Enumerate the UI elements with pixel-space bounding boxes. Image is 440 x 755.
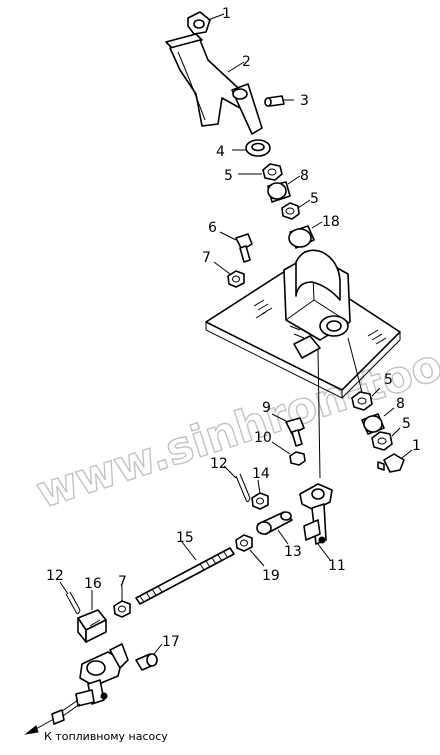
leader-1-bottom — [401, 449, 413, 459]
arrow-to-fuel-pump-icon — [24, 719, 53, 735]
bushing-part-8-b — [361, 413, 385, 435]
leader-15 — [181, 541, 197, 561]
leader-14 — [257, 479, 261, 495]
callout-5-c: 5 — [384, 372, 393, 388]
nut-part-10 — [289, 451, 306, 466]
callout-17: 17 — [162, 634, 180, 650]
leader-6 — [219, 231, 237, 241]
leader-10 — [271, 441, 291, 455]
leader-1-top — [207, 13, 225, 21]
callout-8-b: 8 — [396, 396, 405, 412]
callout-8-a: 8 — [300, 168, 309, 184]
leader-5-c — [371, 387, 381, 397]
nut-part-5-a — [262, 163, 283, 181]
leader-8-b — [383, 407, 395, 417]
block-part-16 — [77, 609, 107, 643]
callout-1-top: 1 — [222, 6, 231, 22]
callout-6: 6 — [208, 220, 217, 236]
cotter-pin-part-12-b — [65, 591, 81, 615]
threaded-rod-part-15 — [135, 547, 235, 605]
callout-5-b: 5 — [310, 191, 319, 207]
bracket-base-plate — [205, 249, 401, 399]
leader-8-a — [287, 175, 301, 185]
pedal-lever-part-2 — [165, 33, 263, 135]
callout-19: 19 — [262, 568, 280, 584]
callout-18: 18 — [322, 214, 340, 230]
leader-17 — [153, 643, 163, 655]
fuel-pump-caption: К топливному насосу — [44, 730, 168, 743]
callout-4: 4 — [216, 144, 225, 160]
leader-5-b — [297, 199, 311, 209]
leader-5-d — [391, 427, 401, 437]
pivot-shaft-line — [347, 337, 363, 393]
leader-7-a — [213, 261, 231, 275]
bolt-part-9 — [285, 417, 305, 447]
callout-7-a: 7 — [202, 250, 211, 266]
bushing-part-18 — [288, 225, 315, 249]
bolt-part-1-bottom — [377, 453, 405, 473]
nut-part-14 — [251, 492, 269, 510]
callout-2: 2 — [242, 54, 251, 70]
callout-14: 14 — [252, 466, 270, 482]
control-rod-vertical — [317, 349, 321, 479]
lower-lever-assembly — [51, 643, 129, 725]
bushing-part-8-a — [267, 181, 291, 203]
bolt-part-17 — [135, 653, 158, 671]
leader-19 — [249, 549, 265, 567]
leader-11 — [317, 543, 331, 561]
cotter-pin-part-12-a — [235, 473, 251, 503]
callout-3: 3 — [300, 93, 309, 109]
bolt-part-6 — [235, 233, 253, 263]
leader-12-b — [59, 581, 69, 595]
callout-10: 10 — [254, 430, 272, 446]
leader-13 — [277, 529, 289, 545]
nut-part-5-b — [281, 202, 300, 220]
washer-part-4 — [245, 139, 271, 157]
callout-13: 13 — [284, 544, 302, 560]
clevis-part-11 — [299, 483, 333, 545]
callout-12-b: 12 — [46, 568, 64, 584]
nut-part-7-b — [113, 600, 131, 618]
bolt-part-1-top — [187, 11, 211, 35]
nut-part-19 — [235, 534, 253, 552]
leader-9 — [271, 413, 289, 423]
nut-part-7-a — [227, 270, 245, 288]
leader-18 — [311, 221, 323, 229]
leader-12-a — [223, 465, 237, 479]
leader-2 — [227, 61, 245, 73]
callout-1-bottom: 1 — [412, 438, 421, 454]
callout-7-b: 7 — [118, 574, 127, 590]
nut-part-5-d — [371, 431, 393, 451]
callout-5-d: 5 — [402, 416, 411, 432]
callout-16: 16 — [84, 576, 102, 592]
callout-15: 15 — [176, 530, 194, 546]
nut-part-5-c — [351, 391, 373, 411]
link-part-13 — [256, 511, 293, 535]
pin-part-3 — [264, 95, 285, 107]
callout-12-a: 12 — [210, 456, 228, 472]
callout-9: 9 — [262, 400, 271, 416]
callout-5-a: 5 — [224, 168, 233, 184]
callout-11: 11 — [328, 558, 346, 574]
